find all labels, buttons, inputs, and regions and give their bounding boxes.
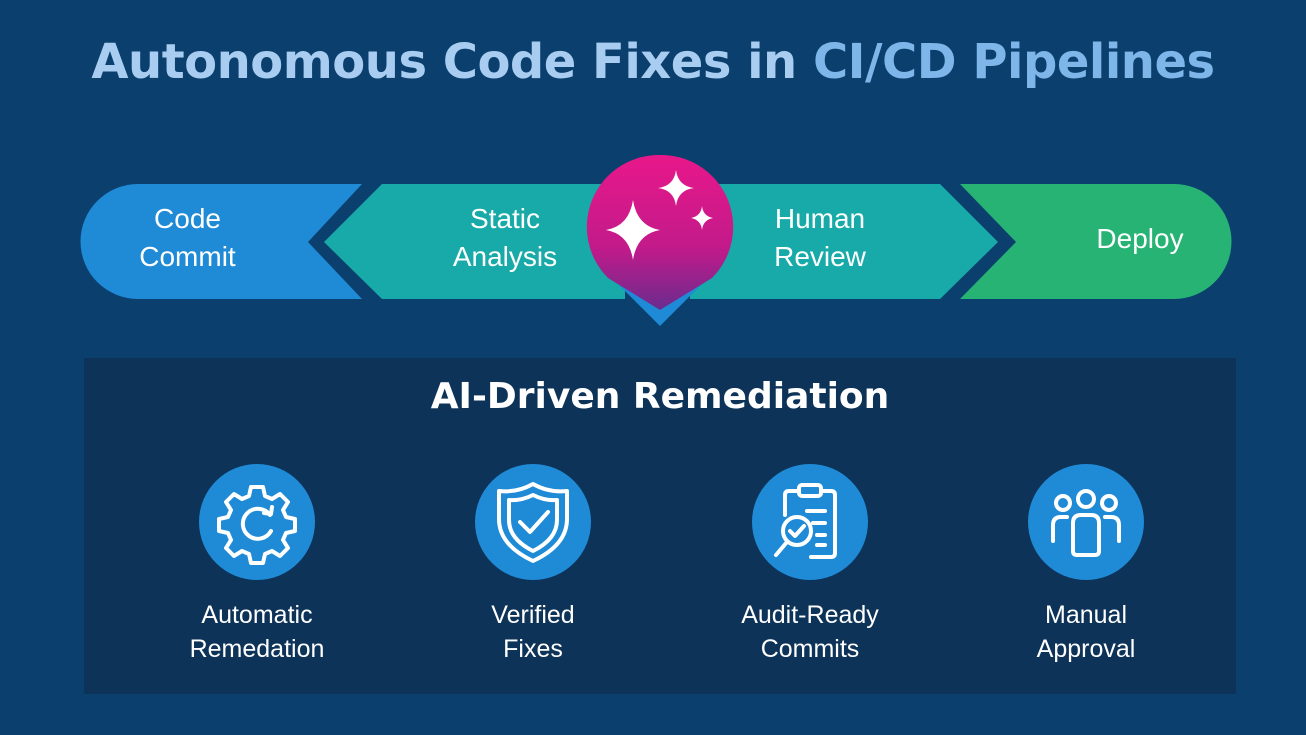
stage-line: Human <box>774 203 866 234</box>
panel-title: AI-Driven Remediation <box>430 376 890 417</box>
feature-label: Verified Fixes <box>413 598 653 666</box>
feature-automatic-remediation: Automatic Remedation <box>137 464 377 666</box>
stage-human-review-label: Human Review <box>740 200 900 276</box>
feature-line: Verified <box>491 601 575 629</box>
stage-code-commit-label: Code Commit <box>100 200 275 276</box>
clipboard-search-icon <box>774 483 837 559</box>
feature-line: Automatic <box>201 601 313 629</box>
gear-refresh-icon <box>217 485 297 565</box>
feature-line: Manual <box>1045 601 1127 629</box>
feature-icon-circle <box>475 464 591 580</box>
feature-icon-circle <box>752 464 868 580</box>
stage-code-commit-shape <box>80 184 362 299</box>
stage-line: Code <box>154 203 221 234</box>
stage-line: Review <box>774 241 866 272</box>
feature-label: Automatic Remedation <box>137 598 377 666</box>
stage-deploy-shape <box>960 184 1232 299</box>
feature-line: Remedation <box>189 635 325 663</box>
feature-label: Manual Approval <box>966 598 1206 666</box>
stage-static-analysis-shape <box>324 184 625 299</box>
stage-line: Static <box>469 203 541 234</box>
pipeline-diagram <box>80 154 1232 326</box>
sparkles-icon <box>586 154 734 310</box>
stage-line: Analysis <box>452 241 558 272</box>
stage-line: Deploy <box>1096 223 1184 254</box>
team-icon <box>1051 489 1121 557</box>
stage-line: Commit <box>139 241 236 272</box>
feature-line: Fixes <box>503 635 563 663</box>
stage-human-review-shape <box>690 184 998 299</box>
title-part-1: Autonomous Code Fixes in <box>91 34 813 90</box>
stage-static-analysis-label: Static Analysis <box>420 200 590 276</box>
title-part-2: CI/CD Pipelines <box>812 34 1215 90</box>
feature-audit-ready-commits: Audit-Ready Commits <box>690 464 930 666</box>
feature-line: Audit-Ready <box>741 601 879 629</box>
remediation-panel: AI-Driven Remediation Automatic Remedati… <box>84 358 1236 694</box>
stage-deploy-label: Deploy <box>1060 220 1220 258</box>
feature-icon-circle <box>199 464 315 580</box>
feature-manual-approval: Manual Approval <box>966 464 1206 666</box>
page-title: Autonomous Code Fixes in CI/CD Pipelines <box>0 34 1306 90</box>
shield-check-icon <box>497 482 569 563</box>
feature-label: Audit-Ready Commits <box>690 598 930 666</box>
feature-line: Commits <box>760 635 860 663</box>
feature-verified-fixes: Verified Fixes <box>413 464 653 666</box>
feature-icon-circle <box>1028 464 1144 580</box>
feature-line: Approval <box>1036 635 1136 663</box>
